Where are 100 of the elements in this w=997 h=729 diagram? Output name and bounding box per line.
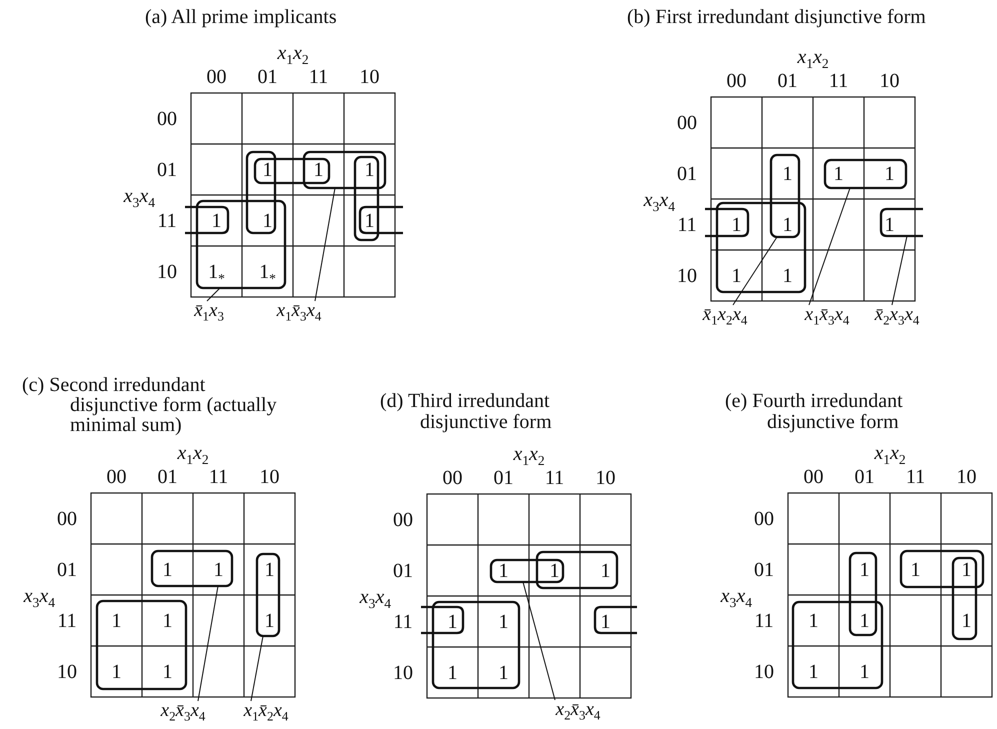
column-header: 00 [106,467,126,487]
panel-title: (e) Fourth irredundant disjunctive form [725,391,904,433]
column-header: 10 [956,467,976,487]
leader-line [732,236,778,306]
variable-label: x$_{3}$x$_{4}$ [360,587,391,607]
grouping-loop [848,552,878,636]
cell-value: 1 [884,214,894,234]
term-label: x$_{1}$x̄$_{3}$x$_{4}$ [804,304,850,326]
column-header: 11 [308,67,328,87]
row-header: 11 [57,610,77,630]
row-header: 01 [754,560,774,580]
column-header: 00 [804,467,824,487]
column-header: 11 [906,467,926,487]
row-header: 10 [754,662,774,682]
grouping-loop [354,156,380,242]
column-header: 01 [778,71,798,91]
grouping-loop [196,200,286,290]
column-header: 00 [442,468,462,488]
panel-title: (d) Third irredundant disjunctive form [380,391,553,433]
grouping-loop [824,158,908,190]
grouping-loop [704,208,924,238]
cell-value: 1 [732,214,742,234]
variable-label: x$_{1}$x$_{2}$ [177,443,209,463]
grouping-loop [256,552,280,638]
cell-value: 1 [448,612,458,632]
term-label: x$_{1}$x̄$_{3}$x$_{4}$ [276,300,322,322]
column-header: 10 [260,467,280,487]
cell-value: 1 [264,610,274,630]
cell-value: 1 [860,662,870,682]
variable-label: x$_{3}$x$_{4}$ [124,186,155,206]
variable-label: x$_{3}$x$_{4}$ [644,190,675,210]
cell-value: 1$_{*}$ [259,262,276,282]
row-header: 11 [677,214,697,234]
grouping-loop [952,556,978,640]
column-header: 11 [828,71,848,91]
cell-value: 1 [962,560,972,580]
row-header: 00 [393,510,413,530]
cell-value: 1 [782,164,792,184]
panel-title: (c) Second irredundant disjunctive form (actually minimal sum) [22,375,278,435]
column-header: 10 [596,468,616,488]
column-header: 10 [880,71,900,91]
grouping-loop [246,150,276,234]
row-header: 01 [157,160,177,180]
leader-line [250,636,264,702]
column-header: 01 [258,67,278,87]
cell-value: 1 [162,610,172,630]
grouping-loop [184,206,404,234]
cell-value: 1 [962,610,972,630]
cell-value: 1 [162,560,172,580]
row-header: 01 [57,560,77,580]
cell-value: 1$_{*}$ [208,262,225,282]
row-header: 00 [157,108,177,128]
cell-value: 1 [550,560,560,580]
leader-line [892,236,908,306]
variable-label: x$_{3}$x$_{4}$ [720,586,752,606]
term-label: x$_{2}$x̄$_{3}$x$_{4}$ [556,699,600,721]
cell-value: 1 [314,160,324,180]
grouping-loop [150,550,234,588]
karnaugh-map [710,96,916,302]
cell-value: 1 [808,662,818,682]
leader-line [206,288,220,302]
column-header: 00 [206,67,226,87]
leader-line [314,188,336,302]
column-header: 01 [854,467,874,487]
cell-value: 1 [834,164,844,184]
cell-value: 1 [808,610,818,630]
cell-value: 1 [448,662,458,682]
cell-value: 1 [498,662,508,682]
grouping-loop [770,154,800,238]
cell-value: 1 [782,266,792,286]
cell-value: 1 [498,612,508,632]
variable-label: x$_{1}$x$_{2}$ [513,444,545,464]
row-header: 10 [57,662,77,682]
cell-value: 1 [860,610,870,630]
column-header: 11 [208,467,228,487]
cell-value: 1 [600,612,610,632]
row-header: 11 [157,210,177,230]
grouping-loop [96,600,188,690]
cell-value: 1 [112,610,122,630]
variable-label: x$_{1}$x$_{2}$ [797,47,829,67]
cell-value: 1 [910,560,920,580]
grouping-loop [432,600,520,690]
cell-value: 1 [600,560,610,580]
variable-label: x$_{1}$x$_{2}$ [277,43,309,63]
grouping-loop [900,550,984,588]
leader-line [808,188,850,306]
term-label: x$_{1}$x̄$_{2}$x$_{4}$ [244,700,288,722]
grouping-loop [490,558,564,584]
row-header: 01 [677,164,697,184]
grouping-loop [254,158,330,184]
cell-value: 1 [860,560,870,580]
row-header: 11 [754,610,774,630]
cell-value: 1 [732,266,742,286]
term-label: x̄$_{2}$x$_{3}$x$_{4}$ [874,304,920,326]
column-header: 11 [544,468,564,488]
cell-value: 1 [262,160,272,180]
row-header: 10 [677,266,697,286]
row-header: 01 [393,560,413,580]
variable-label: x$_{3}$x$_{4}$ [24,586,55,606]
column-header: 01 [494,468,514,488]
